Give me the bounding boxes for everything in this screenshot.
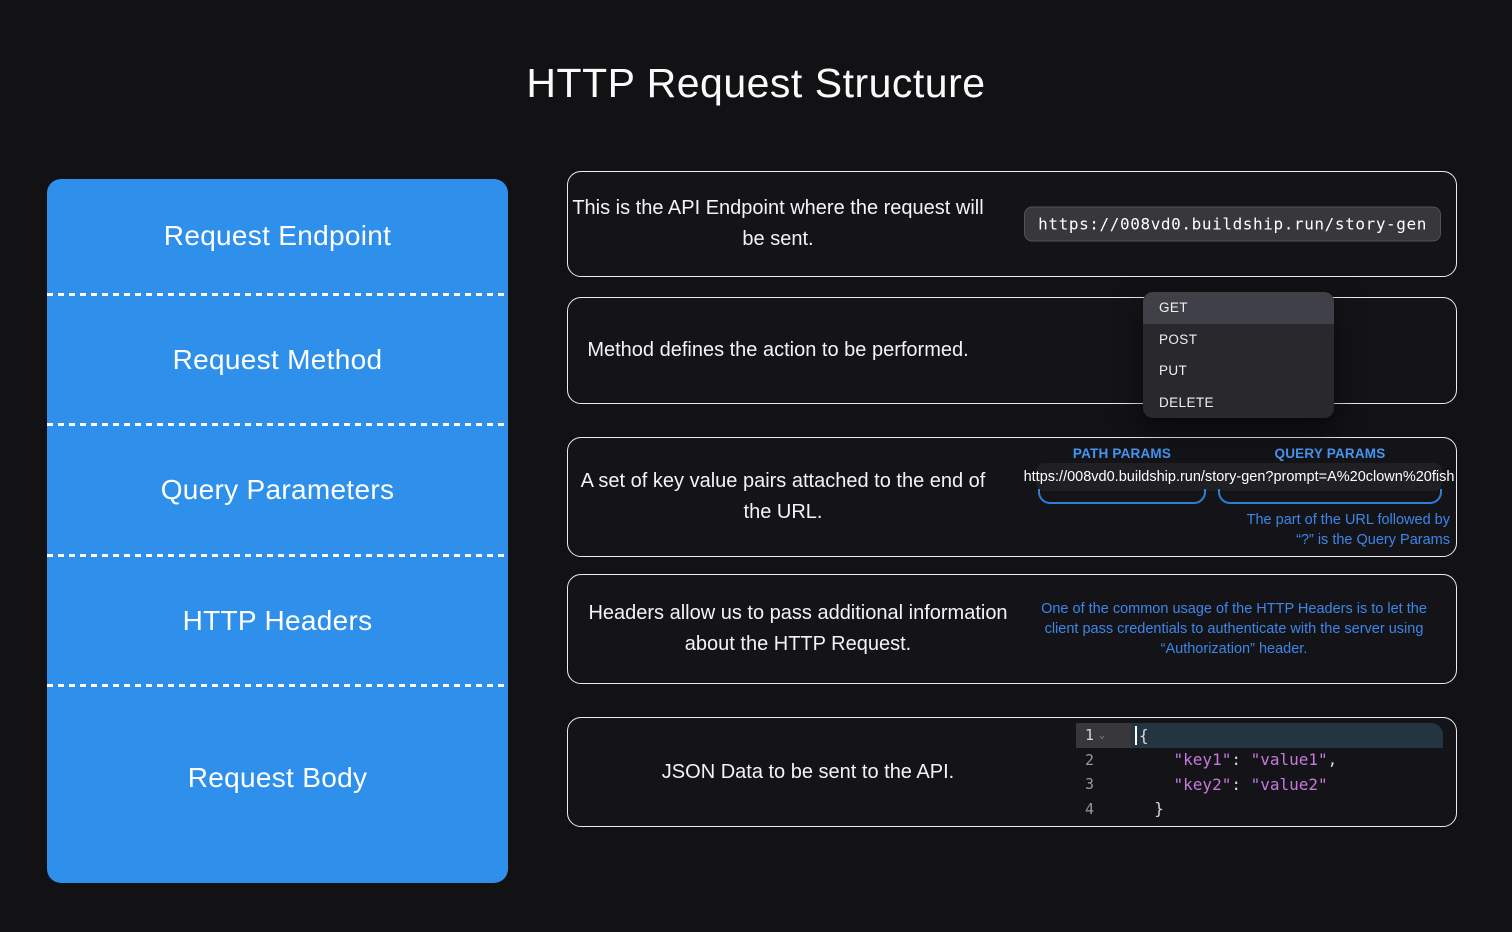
sidebar-dashed-divider bbox=[47, 293, 508, 296]
code-line: 1⌄{ bbox=[1076, 723, 1443, 748]
line-number: 3 bbox=[1085, 775, 1095, 794]
code-content: "key1": "value1", bbox=[1173, 750, 1338, 770]
sidebar-section-http-headers: HTTP Headers bbox=[182, 604, 373, 636]
dropdown-option-get[interactable]: GET bbox=[1143, 292, 1334, 324]
sidebar-dashed-divider bbox=[47, 423, 508, 426]
text-cursor bbox=[1135, 725, 1137, 745]
json-code-editor[interactable]: 1⌄{2 "key1": "value1",3 "key2": "value2"… bbox=[1076, 723, 1443, 821]
sidebar-section-request-endpoint: Request Endpoint bbox=[163, 220, 392, 251]
panel-body: JSON Data to be sent to the API. 1⌄{2 "k… bbox=[567, 717, 1457, 827]
query-params-underbrace bbox=[1218, 489, 1442, 504]
panel-endpoint: This is the API Endpoint where the reque… bbox=[567, 171, 1457, 277]
panel-query: A set of key value pairs attached to the… bbox=[567, 437, 1457, 557]
path-params-underbrace bbox=[1038, 489, 1206, 504]
headers-note: One of the common usage of the HTTP Head… bbox=[1041, 601, 1427, 657]
code-line: 3 "key2": "value2" bbox=[1076, 772, 1443, 797]
query-url-chip: https://008vd0.buildship.run/story-gen?p… bbox=[1024, 463, 1454, 491]
fold-chevron-icon[interactable]: ⌄ bbox=[1099, 729, 1106, 741]
panel-headers: Headers allow us to pass additional info… bbox=[567, 574, 1457, 684]
code-content: "key2": "value2" bbox=[1173, 774, 1328, 794]
dropdown-option-put[interactable]: PUT bbox=[1159, 363, 1188, 379]
sidebar-section-request-body: Request Body bbox=[187, 762, 368, 793]
code-content: } bbox=[1135, 799, 1164, 819]
code-content: { bbox=[1131, 723, 1443, 748]
query-params-label: QUERY PARAMS bbox=[1274, 446, 1386, 461]
path-params-label: PATH PARAMS bbox=[1072, 446, 1172, 461]
line-number: 4 bbox=[1085, 799, 1095, 818]
body-description: JSON Data to be sent to the API. bbox=[661, 760, 955, 783]
method-dropdown[interactable]: GET POST PUT DELETE bbox=[1143, 292, 1334, 418]
sidebar-section-query-parameters: Query Parameters bbox=[160, 474, 395, 505]
code-line: 4 } bbox=[1076, 797, 1443, 822]
page-title: HTTP Request Structure bbox=[526, 60, 986, 106]
line-number: 2 bbox=[1085, 750, 1095, 769]
headers-description: Headers allow us to pass additional info… bbox=[588, 602, 1008, 655]
code-line: 2 "key1": "value1", bbox=[1076, 748, 1443, 773]
endpoint-description: This is the API Endpoint where the reque… bbox=[572, 197, 984, 250]
query-params-note: The part of the URL followed by “?” is t… bbox=[1246, 512, 1450, 548]
method-description: Method defines the action to be performe… bbox=[587, 339, 969, 361]
query-description: A set of key value pairs attached to the… bbox=[580, 470, 986, 523]
dropdown-option-delete[interactable]: DELETE bbox=[1159, 394, 1214, 410]
sidebar-dashed-divider bbox=[47, 684, 508, 687]
dropdown-option-post[interactable]: POST bbox=[1159, 331, 1198, 347]
sidebar-dashed-divider bbox=[47, 554, 508, 557]
endpoint-url-chip: https://008vd0.buildship.run/story-gen bbox=[1024, 206, 1441, 242]
line-number: 1⌄ bbox=[1076, 723, 1131, 748]
sidebar-section-request-method: Request Method bbox=[172, 343, 383, 375]
